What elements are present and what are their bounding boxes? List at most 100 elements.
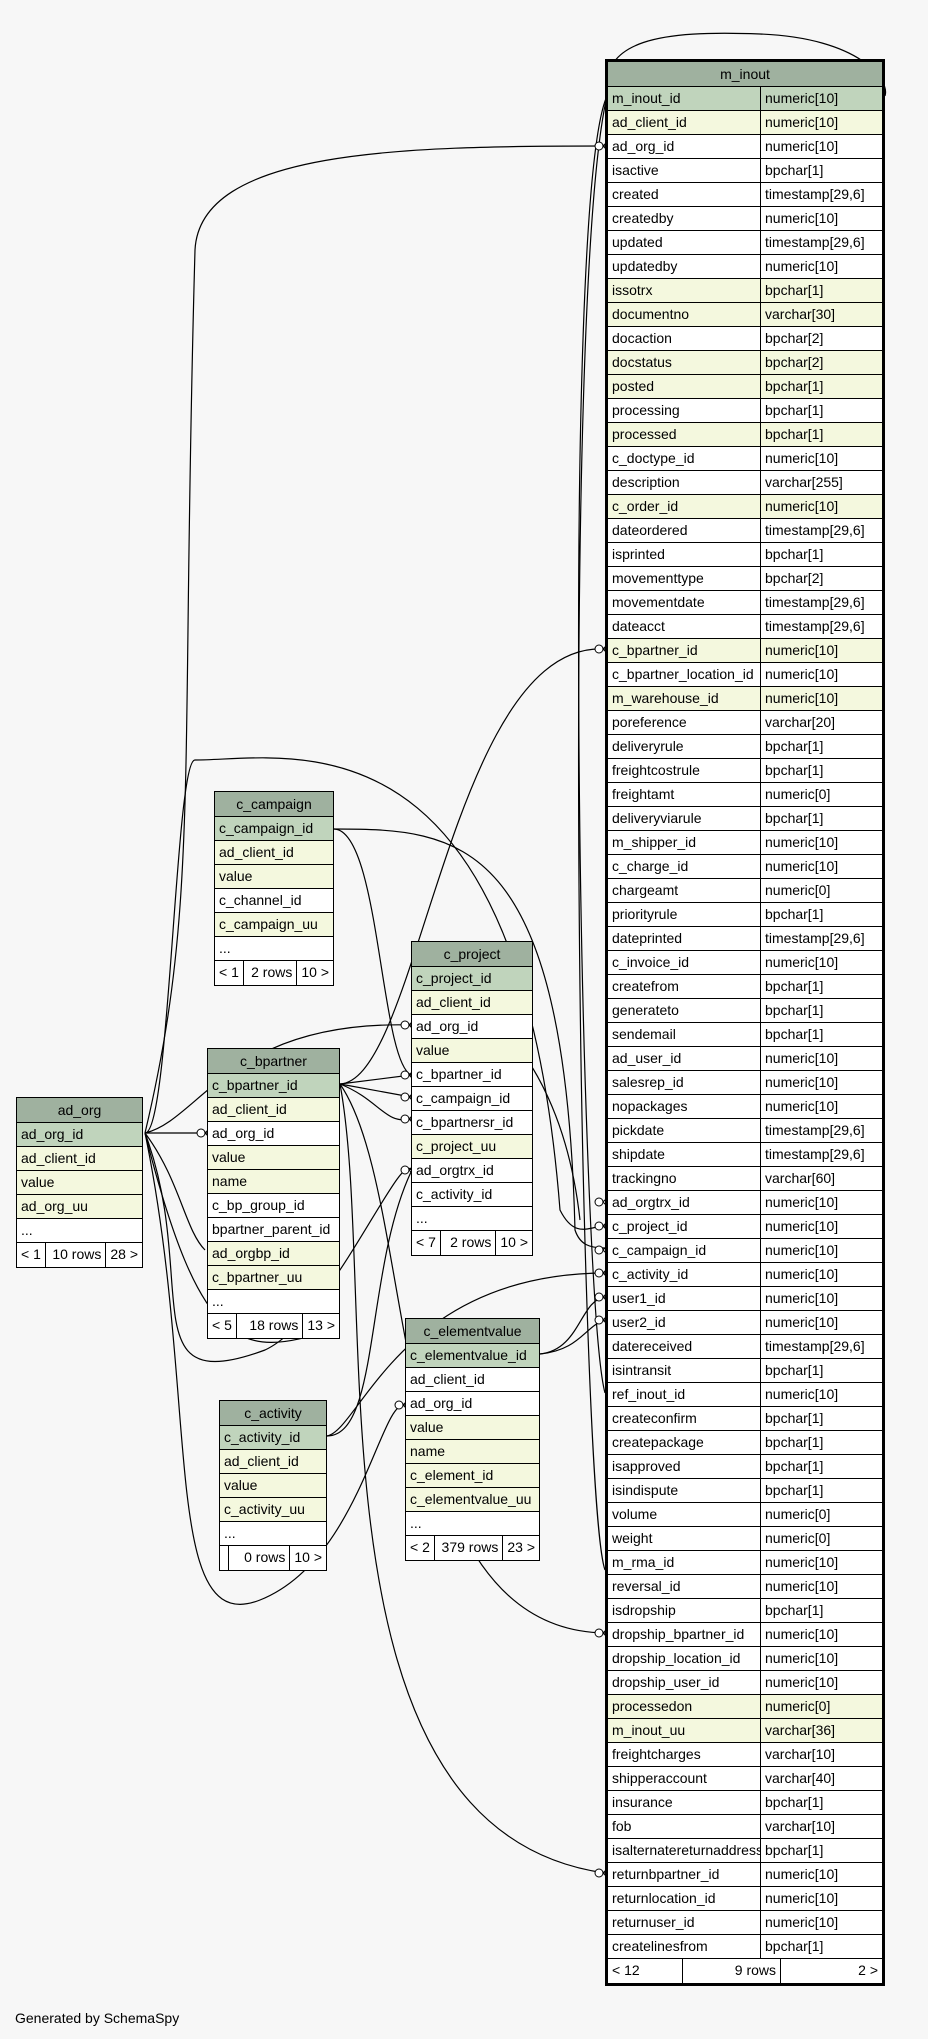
column-row[interactable]: ad_client_id	[17, 1147, 142, 1171]
column-row[interactable]: name	[406, 1440, 539, 1464]
column-row[interactable]: ...	[215, 937, 333, 961]
column-row[interactable]: value	[17, 1171, 142, 1195]
column-row[interactable]: c_campaign_id	[215, 817, 333, 841]
column-row[interactable]: value	[215, 865, 333, 889]
column-row[interactable]: ad_org_id	[406, 1392, 539, 1416]
column-row[interactable]: c_bpartnersr_id	[412, 1111, 532, 1135]
column-row[interactable]: c_elementvalue_uu	[406, 1488, 539, 1512]
column-row[interactable]: ...	[220, 1522, 326, 1546]
column-row[interactable]: ad_client_id	[208, 1098, 339, 1122]
column-row[interactable]: ad_orgtrx_id	[412, 1159, 532, 1183]
column-row[interactable]: ad_client_id	[215, 841, 333, 865]
column-row[interactable]: c_campaign_id	[412, 1087, 532, 1111]
column-row[interactable]: c_activity_id	[412, 1183, 532, 1207]
column-row[interactable]: ...	[412, 1207, 532, 1231]
column-row[interactable]: c_campaign_uu	[215, 913, 333, 937]
column-row[interactable]: ad_client_id	[220, 1450, 326, 1474]
column-row[interactable]: value	[220, 1474, 326, 1498]
column-row[interactable]: name	[208, 1170, 339, 1194]
column-row[interactable]: value	[412, 1039, 532, 1063]
column-row[interactable]: ad_org_id	[208, 1122, 339, 1146]
column-row[interactable]: ad_org_uu	[17, 1195, 142, 1219]
column-row[interactable]: c_elementvalue_id	[406, 1344, 539, 1368]
column-row[interactable]: c_bp_group_id	[208, 1194, 339, 1218]
column-row[interactable]: ad_org_id	[412, 1015, 532, 1039]
column-row[interactable]: c_activity_uu	[220, 1498, 326, 1522]
column-row[interactable]: ad_orgbp_id	[208, 1242, 339, 1266]
column-row[interactable]: c_activity_id	[220, 1426, 326, 1450]
column-row[interactable]: c_element_id	[406, 1464, 539, 1488]
column-row[interactable]: ad_client_id	[412, 991, 532, 1015]
column-row[interactable]: ad_org_id	[17, 1123, 142, 1147]
